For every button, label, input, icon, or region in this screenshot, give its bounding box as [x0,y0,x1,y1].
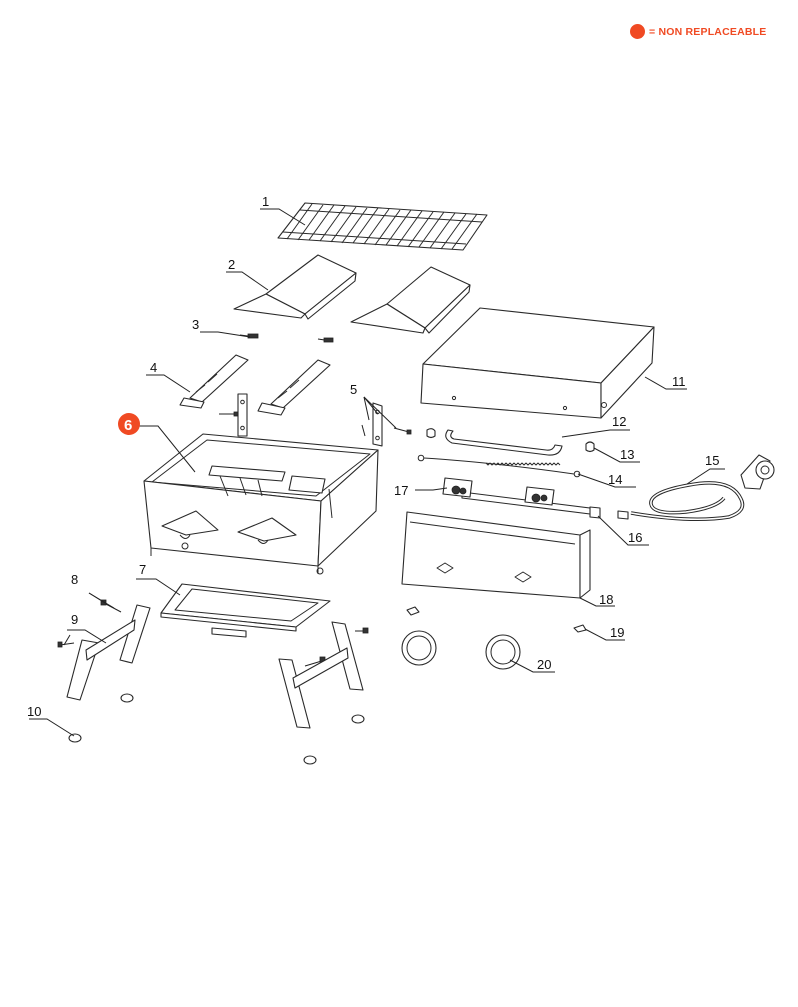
part-cooking-grate [277,202,488,251]
leader-lines [29,208,725,737]
part-hose-regulator [617,454,775,522]
callout-4: 4 [150,360,157,375]
part-valves [442,477,555,506]
part-ignitor-nut [585,441,595,453]
callout-14: 14 [608,472,622,487]
callout-12: 12 [612,414,626,429]
callout-19: 19 [610,625,624,640]
part-clips [406,606,587,633]
callout-5: 5 [350,382,357,397]
part-knobs [401,630,521,670]
callout-3: 3 [192,317,199,332]
callout-7: 7 [139,562,146,577]
legend-text: = NON REPLACEABLE [649,25,767,38]
part-grease-tray [160,583,331,638]
part-lid [420,307,655,419]
part-ignitor-wire [417,454,581,478]
part-crossover-tube [426,428,563,456]
callout-10: 10 [27,704,41,719]
callout-1: 1 [262,194,269,209]
part-legs [66,604,364,729]
part-feet [68,693,365,765]
callout-6: 6 [124,417,132,434]
part-brackets [219,393,412,447]
part-firebox [143,433,379,575]
callout-20: 20 [537,657,551,672]
part-screws-3 [239,333,334,343]
part-bolts [57,599,369,667]
part-burners [179,354,331,416]
callout-labels: 1 2 3 4 5 6 7 8 9 10 11 12 13 14 15 16 1… [27,194,719,719]
non-replaceable-marker-icon [118,413,140,435]
callout-15: 15 [705,453,719,468]
callout-17: 17 [394,483,408,498]
callout-2: 2 [228,257,235,272]
callout-8: 8 [71,572,78,587]
callout-9: 9 [71,612,78,627]
part-flame-tamers [233,254,471,334]
non-replaceable-dot-icon [630,24,645,39]
part-control-panel [401,511,591,599]
callout-18: 18 [599,592,613,607]
callout-11: 11 [672,374,686,389]
callout-16: 16 [628,530,642,545]
legend: = NON REPLACEABLE [630,24,766,39]
callout-13: 13 [620,447,634,462]
